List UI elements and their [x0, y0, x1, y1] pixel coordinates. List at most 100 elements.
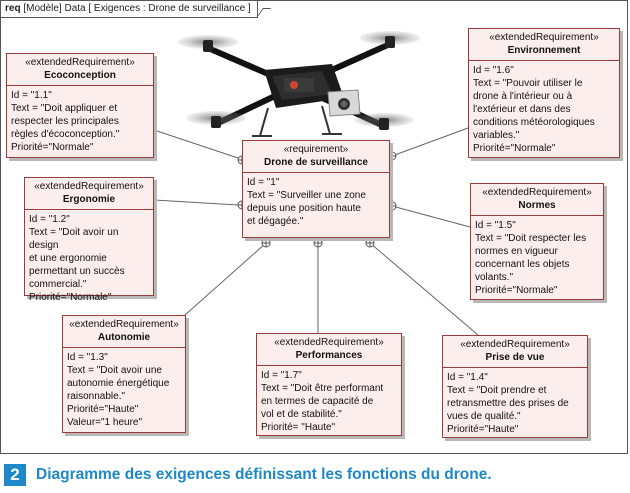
figure-caption: 2 Diagramme des exigences définissant le… — [0, 462, 492, 488]
stereotype-label: «extendedRequirement» — [34, 181, 144, 192]
requirement-name: Environnement — [507, 45, 581, 56]
stereotype-label: «extendedRequirement» — [25, 57, 135, 68]
requirement-line: permettant un succès — [29, 266, 125, 277]
requirement-line: et une ergonomie — [29, 253, 107, 264]
requirement-ecoconception: «extendedRequirement» Ecoconception Id =… — [6, 53, 154, 158]
requirement-line: Text = "Pouvoir utiliser le — [473, 78, 583, 89]
requirement-line: drone à l'intérieur ou à — [473, 91, 573, 102]
requirement-line: Id = "1.5" — [475, 220, 516, 231]
containment-marker — [313, 238, 323, 248]
requirement-body: Id = "1.5" Text = "Doit respecter les no… — [471, 216, 603, 300]
frame-keyword: req — [5, 3, 21, 14]
stereotype-label: «extendedRequirement» — [482, 187, 592, 198]
requirement-line: Priorité="Haute" — [67, 404, 139, 415]
link-environnement — [391, 127, 469, 157]
requirement-ergonomie: «extendedRequirement» Ergonomie Id = "1.… — [24, 177, 154, 303]
requirement-line: Text = "Doit avoir un design — [29, 227, 119, 251]
requirement-line: Text = "Surveiller une zone — [247, 190, 366, 201]
requirement-body: Id = "1.6" Text = "Pouvoir utiliser le d… — [469, 61, 619, 158]
frame-label: [Modèle] Data [ Exigences : Drone de sur… — [23, 3, 251, 14]
requirement-line: vol et de stabilité." — [261, 409, 342, 420]
requirement-line: Text = "Doit appliquer et — [11, 103, 118, 114]
containment-marker — [261, 238, 271, 248]
requirement-line: Id = "1.6" — [473, 65, 514, 76]
requirement-line: retransmettre des prises de — [447, 398, 569, 409]
requirement-line: variables." — [473, 130, 520, 141]
requirement-name: Ergonomie — [62, 194, 116, 205]
requirement-body: Id = "1.4" Text = "Doit prendre et retra… — [443, 368, 587, 439]
frame-header: req [Modèle] Data [ Exigences : Drone de… — [1, 1, 258, 18]
requirement-line: Priorité="Normale" — [473, 143, 556, 154]
requirement-autonomie: «extendedRequirement» Autonomie Id = "1.… — [62, 315, 186, 433]
requirement-line: Priorité="Haute" — [447, 424, 519, 435]
link-autonomie — [184, 242, 267, 316]
requirement-header: «requirement» Drone de surveillance — [243, 141, 389, 173]
requirement-name: Ecoconception — [44, 70, 116, 81]
requirement-line: normes en vigueur — [475, 246, 558, 257]
requirement-line: règles d'écoconception." — [11, 129, 120, 140]
requirement-body: Id = "1.1" Text = "Doit appliquer et res… — [7, 86, 153, 157]
requirement-line: Id = "1.1" — [11, 90, 52, 101]
requirement-line: Priorité="Normale" — [29, 292, 112, 303]
requirement-name: Prise de vue — [485, 352, 545, 363]
requirement-line: depuis une position haute — [247, 203, 361, 214]
link-normes — [391, 205, 471, 228]
requirement-header: «extendedRequirement» Prise de vue — [443, 336, 587, 368]
requirement-line: Priorité= "Haute" — [261, 422, 336, 433]
requirement-line: l'extérieur et dans des — [473, 104, 571, 115]
link-ecoconception — [153, 129, 239, 159]
requirement-line: conditions météorologiques — [473, 117, 595, 128]
requirement-drone-de-surveillance: «requirement» Drone de surveillance Id =… — [242, 140, 390, 238]
stereotype-label: «extendedRequirement» — [69, 319, 179, 330]
requirement-name: Performances — [295, 350, 363, 361]
requirement-line: Priorité="Normale" — [11, 142, 94, 153]
requirement-line: Text = "Doit prendre et — [447, 385, 547, 396]
requirement-performances: «extendedRequirement» Performances Id = … — [256, 333, 402, 436]
requirement-line: vues de qualité." — [447, 411, 521, 422]
containment-marker — [387, 201, 397, 211]
stereotype-label: «requirement» — [283, 144, 349, 155]
requirement-header: «extendedRequirement» Normes — [471, 184, 603, 216]
requirement-header: «extendedRequirement» Ergonomie — [25, 178, 153, 210]
requirement-line: Text = "Doit avoir une — [67, 365, 162, 376]
requirement-body: Id = "1.2" Text = "Doit avoir un design … — [25, 210, 153, 307]
requirement-line: Id = "1.4" — [447, 372, 488, 383]
requirement-line: Id = "1.3" — [67, 352, 108, 363]
requirement-line: concernant les objets — [475, 259, 570, 270]
diagram-frame: req [Modèle] Data [ Exigences : Drone de… — [0, 0, 628, 454]
requirement-environnement: «extendedRequirement» Environnement Id =… — [468, 28, 620, 158]
requirement-prise-de-vue: «extendedRequirement» Prise de vue Id = … — [442, 335, 588, 438]
requirement-line: en termes de capacité de — [261, 396, 374, 407]
requirement-name: Autonomie — [97, 332, 151, 343]
figure-caption-text: Diagramme des exigences définissant les … — [36, 466, 492, 483]
requirement-name: Normes — [518, 200, 556, 211]
requirement-normes: «extendedRequirement» Normes Id = "1.5" … — [470, 183, 604, 300]
requirement-body: Id = "1.3" Text = "Doit avoir une autono… — [63, 348, 185, 432]
requirement-line: autonomie énergétique — [67, 378, 170, 389]
requirement-line: Text = "Doit respecter les — [475, 233, 587, 244]
requirement-line: volants." — [475, 272, 514, 283]
requirement-header: «extendedRequirement» Ecoconception — [7, 54, 153, 86]
requirement-body: Id = "1.7" Text = "Doit être performant … — [257, 366, 401, 437]
requirement-line: Id = "1.2" — [29, 214, 70, 225]
link-prise-de-vue — [369, 242, 479, 336]
requirement-name: Drone de surveillance — [264, 157, 368, 168]
stereotype-label: «extendedRequirement» — [460, 339, 570, 350]
requirement-header: «extendedRequirement» Environnement — [469, 29, 619, 61]
requirement-line: Id = "1.7" — [261, 370, 302, 381]
drone-image — [178, 31, 420, 137]
requirement-header: «extendedRequirement» Autonomie — [63, 316, 185, 348]
requirement-header: «extendedRequirement» Performances — [257, 334, 401, 366]
requirement-line: Id = "1" — [247, 177, 280, 188]
requirement-line: Priorité="Normale" — [475, 285, 558, 296]
requirement-line: respecter les principales — [11, 116, 119, 127]
stereotype-label: «extendedRequirement» — [489, 32, 599, 43]
requirement-body: Id = "1" Text = "Surveiller une zone dep… — [243, 173, 389, 231]
link-ergonomie — [153, 199, 239, 206]
requirement-line: raisonnable." — [67, 391, 126, 402]
figure-number: 2 — [4, 464, 26, 486]
requirement-line: Valeur="1 heure" — [67, 417, 143, 428]
stereotype-label: «extendedRequirement» — [274, 337, 384, 348]
containment-marker — [365, 238, 375, 248]
